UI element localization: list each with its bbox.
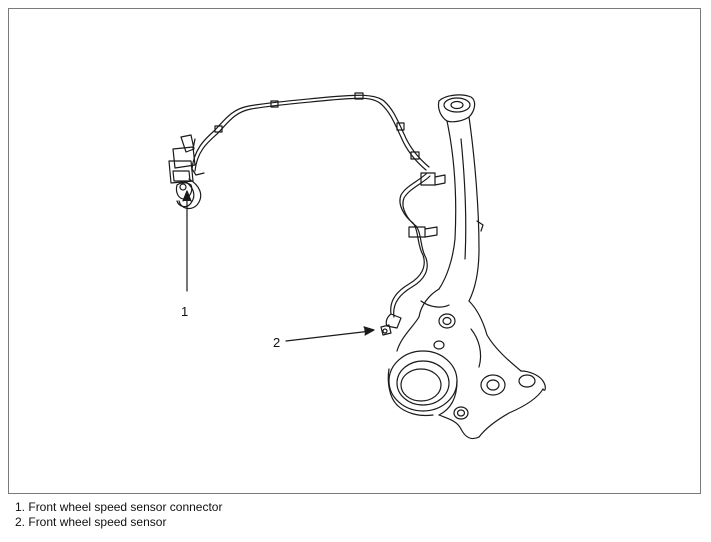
sensor-wire-harness bbox=[191, 92, 446, 318]
diagram-frame: 1 2 bbox=[8, 8, 701, 494]
legend-text: Front wheel speed sensor connector bbox=[28, 500, 223, 514]
leader-line-1 bbox=[182, 190, 192, 292]
steering-knuckle bbox=[387, 94, 546, 440]
leader-line-2 bbox=[285, 326, 375, 342]
callout-1: 1 bbox=[181, 304, 189, 319]
speed-sensor-connector bbox=[168, 134, 205, 210]
callout-2: 2 bbox=[273, 335, 281, 350]
legend: 1. Front wheel speed sensor connector 2.… bbox=[15, 500, 695, 530]
wheel-speed-sensor bbox=[380, 313, 402, 336]
knuckle-illustration bbox=[168, 92, 546, 440]
legend-item-1: 1. Front wheel speed sensor connector bbox=[15, 500, 695, 515]
legend-number: 2. bbox=[15, 515, 26, 529]
legend-number: 1. bbox=[15, 500, 26, 514]
legend-item-2: 2. Front wheel speed sensor bbox=[15, 515, 695, 530]
legend-text: Front wheel speed sensor bbox=[28, 515, 167, 529]
